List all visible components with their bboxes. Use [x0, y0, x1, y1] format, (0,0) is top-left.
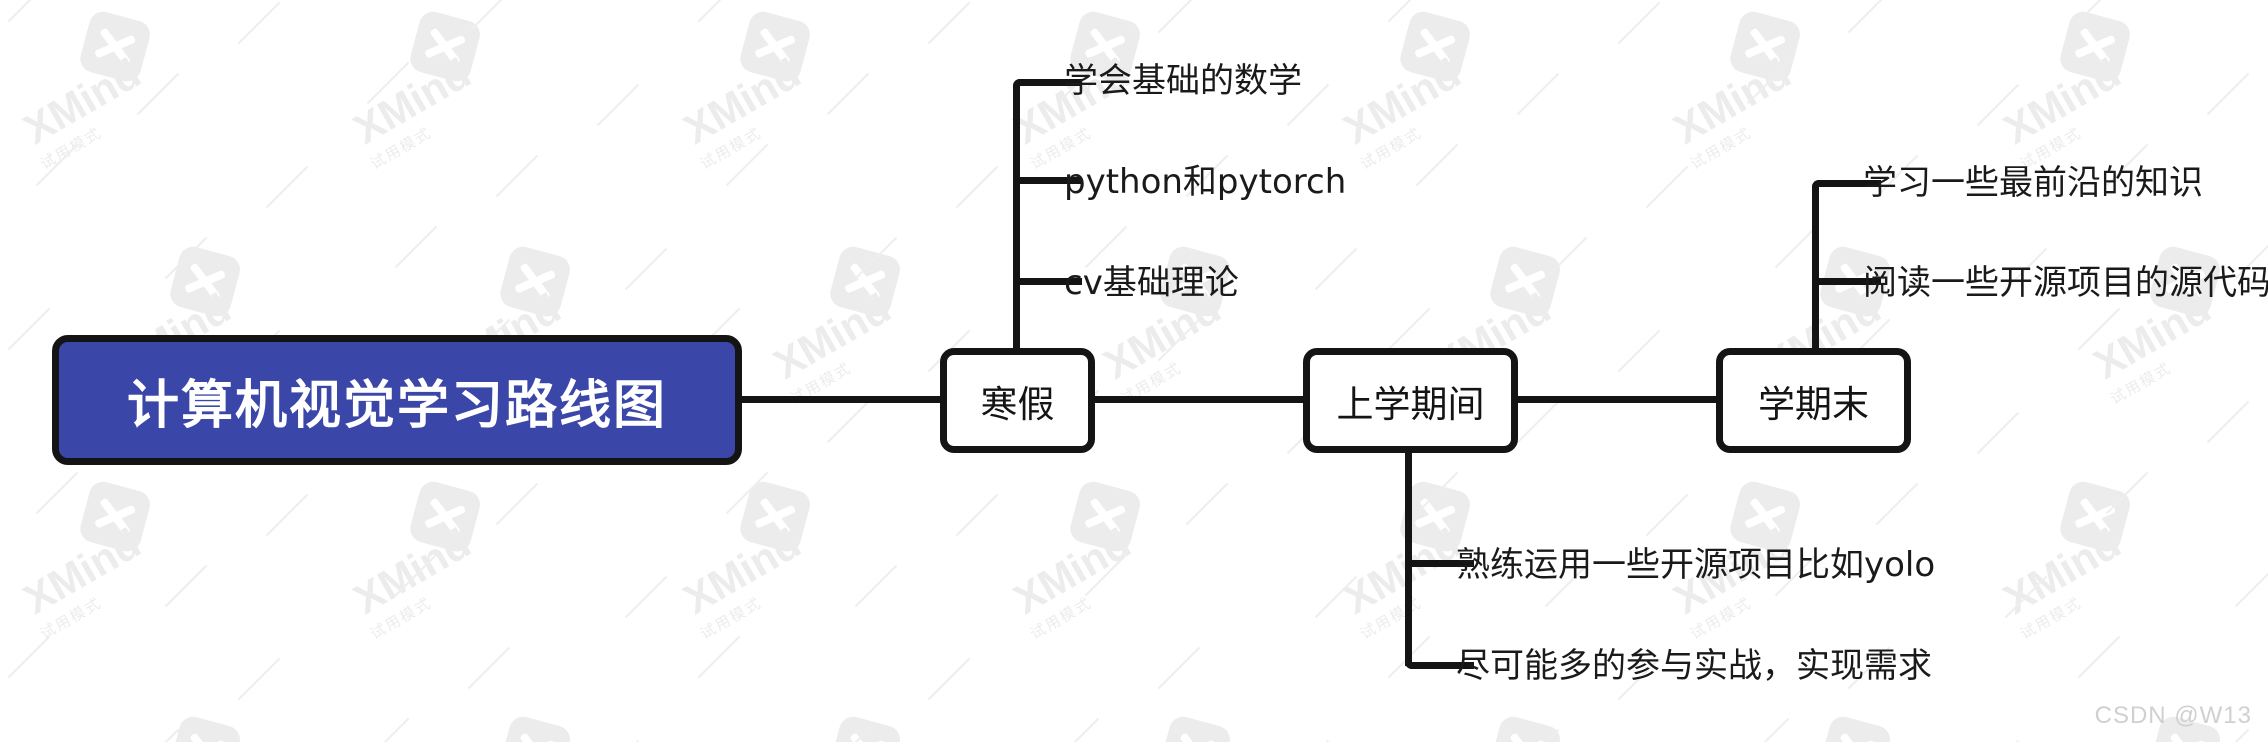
connector-root-to-winter-break: [742, 396, 945, 403]
leaf-label-winter-break-3: cv基础理论: [1064, 263, 1239, 303]
connector-winter-break-child-3: [1013, 278, 1082, 285]
connector-during-semester-to-end-of-term: [1516, 396, 1721, 403]
leaf-label-winter-break-1: 学会基础的数学: [1064, 61, 1302, 101]
connector-end-of-term-child-1: [1812, 180, 1881, 201]
connector-winter-break-child-2: [1013, 177, 1082, 184]
branch-node-winter-break[interactable]: 寒假: [940, 348, 1095, 453]
trunk-during-semester: [1405, 450, 1412, 666]
root-node-label: 计算机视觉学习路线图: [126, 375, 667, 436]
connector-winter-break-child-1: [1013, 79, 1082, 100]
branch-node-winter-break-label: 寒假: [980, 382, 1055, 426]
branch-node-during-semester[interactable]: 上学期间: [1303, 348, 1518, 453]
leaf-label-end-of-term-1: 学习一些最前沿的知识: [1863, 163, 2203, 203]
branch-node-end-of-term-label: 学期末: [1758, 382, 1869, 426]
leaf-label-winter-break-2: python和pytorch: [1064, 162, 1347, 202]
leaf-label-end-of-term-2: 阅读一些开源项目的源代码: [1863, 263, 2268, 303]
leaf-label-during-semester-2: 尽可能多的参与实战，实现需求: [1456, 646, 1932, 686]
connector-winter-break-to-during-semester: [1093, 396, 1308, 403]
connector-during-semester-child-1: [1405, 560, 1474, 567]
leaf-label-during-semester-1: 熟练运用一些开源项目比如yolo: [1456, 545, 1936, 585]
branch-node-end-of-term[interactable]: 学期末: [1716, 348, 1911, 453]
credit-watermark: CSDN @W13: [2094, 702, 2252, 729]
trunk-winter-break: [1013, 86, 1020, 352]
trunk-end-of-term: [1812, 187, 1819, 352]
branch-node-during-semester-label: 上学期间: [1336, 382, 1485, 426]
root-node[interactable]: 计算机视觉学习路线图: [52, 335, 742, 465]
